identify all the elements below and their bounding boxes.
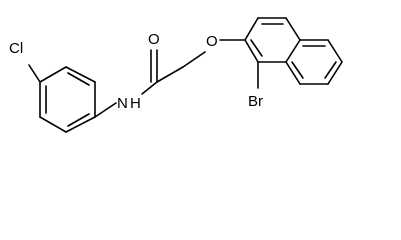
bond [327, 61, 343, 85]
ether-oxygen-label: O [206, 33, 218, 50]
bond [156, 66, 184, 83]
chlorophenyl-ring [39, 66, 96, 133]
bond [67, 72, 90, 86]
naphthalene-left-ring [244, 17, 301, 63]
bond [182, 51, 206, 68]
bond [327, 39, 343, 63]
carbonyl-oxygen-label: O [148, 31, 160, 48]
bromine-label: Br [248, 93, 263, 110]
chlorine-label: Cl [9, 40, 23, 57]
bond [244, 17, 259, 41]
bond [65, 116, 96, 133]
bond [285, 39, 301, 63]
bond [285, 61, 301, 85]
bond [141, 81, 158, 95]
bond [65, 66, 96, 83]
bond [250, 39, 263, 57]
bond [324, 61, 337, 79]
bond [94, 102, 117, 118]
structure-canvas: Cl N H O O Br [9, 17, 343, 133]
bond [285, 17, 301, 41]
bond [39, 66, 67, 83]
bond [244, 39, 259, 63]
naphthalene-right-ring [285, 39, 343, 85]
nitrogen-label: N [117, 95, 128, 112]
bond [28, 64, 41, 83]
bond [291, 61, 304, 79]
bond [39, 116, 67, 133]
hydrogen-label: H [130, 95, 141, 112]
bond [67, 113, 90, 127]
